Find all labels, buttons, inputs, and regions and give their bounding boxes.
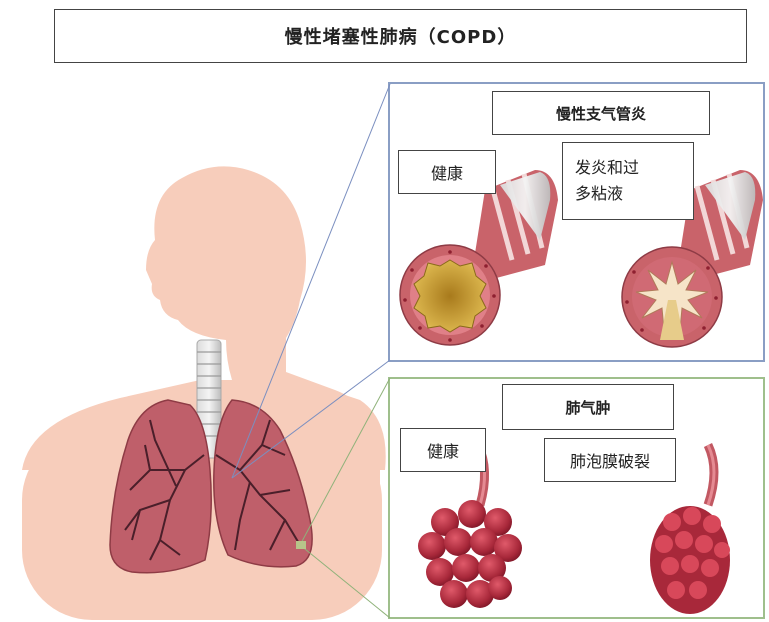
alveoli-marker bbox=[296, 541, 306, 549]
bronchitis-header: 慢性支气管炎 bbox=[492, 91, 710, 135]
emphysema-healthy-label: 健康 bbox=[400, 428, 486, 472]
bronchitis-diseased-label: 发炎和过 多粘液 bbox=[562, 142, 694, 220]
healthy-bronchus bbox=[400, 170, 558, 345]
emphysema-diseased-label: 肺泡膜破裂 bbox=[544, 438, 676, 482]
bronchitis-healthy-label: 健康 bbox=[398, 150, 496, 194]
bronchitis-diseased-line2: 多粘液 bbox=[575, 181, 623, 207]
emphysema-header: 肺气肿 bbox=[502, 384, 674, 430]
bronchitis-diseased-line1: 发炎和过 bbox=[575, 155, 639, 181]
